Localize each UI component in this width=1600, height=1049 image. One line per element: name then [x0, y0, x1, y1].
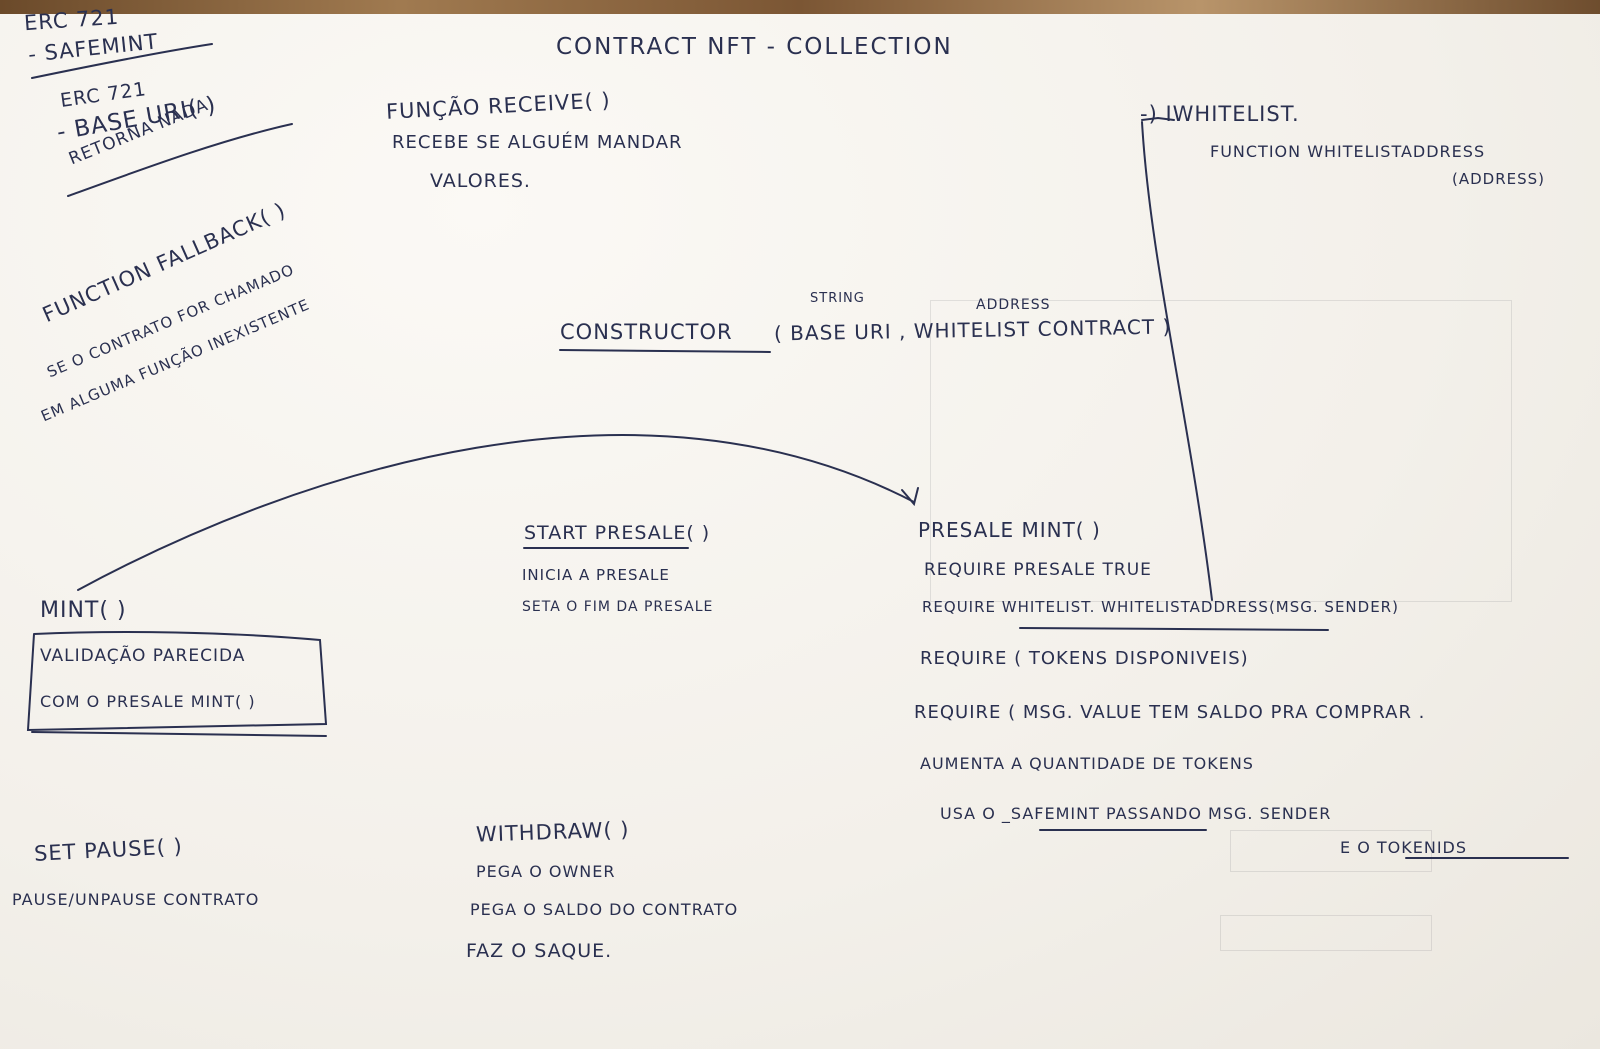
table-edge — [0, 0, 1600, 14]
receive-line-2: VALORES. — [430, 170, 531, 192]
constructor-args: ( BASE URI , WHITELIST CONTRACT ) — [773, 314, 1172, 346]
presale-mint-line-5: AUMENTA A QUANTIDADE DE TOKENS — [920, 754, 1254, 773]
page-title: CONTRACT NFT - COLLECTION — [556, 34, 953, 60]
mint-line-2: COM O PRESALE MINT( ) — [40, 692, 256, 711]
presale-mint-usa-line: USA O _SAFEMINT PASSANDO MSG. SENDER — [940, 804, 1332, 823]
start-presale-heading: START PRESALE( ) — [524, 522, 711, 544]
withdraw-line-3: FAZ O SAQUE. — [466, 940, 613, 962]
presale-mint-line-4: REQUIRE ( MSG. VALUE TEM SALDO PRA COMPR… — [914, 702, 1426, 723]
constructor-label: CONSTRUCTOR — [560, 320, 733, 344]
presale-mint-line-2: REQUIRE WHITELIST. WHITELISTADDRESS(MSG.… — [922, 598, 1399, 616]
bleed-through-box-2 — [1230, 830, 1432, 872]
withdraw-line-2: PEGA O SALDO DO CONTRATO — [470, 900, 739, 919]
bleed-through-box — [930, 300, 1512, 602]
mint-line-1: VALIDAÇÃO PARECIDA — [40, 646, 246, 666]
constructor-type-string: STRING — [810, 291, 865, 306]
withdraw-line-1: PEGA O OWNER — [476, 862, 616, 881]
bleed-through-box-3 — [1220, 915, 1432, 951]
constructor-type-address: ADDRESS — [976, 297, 1051, 313]
iwhitelist-line-1: FUNCTION WHITELISTADDRESS — [1210, 142, 1486, 161]
presale-mint-line-3: REQUIRE ( TOKENS DISPONIVEIS) — [920, 648, 1249, 669]
set-pause-line-1: PAUSE/UNPAUSE CONTRATO — [12, 890, 260, 909]
start-presale-line-2: SETA O FIM DA PRESALE — [522, 599, 714, 615]
presale-mint-heading: PRESALE MINT( ) — [918, 518, 1101, 542]
mint-heading: MINT( ) — [40, 598, 127, 623]
start-presale-line-1: INICIA A PRESALE — [522, 566, 670, 584]
presale-mint-line-1: REQUIRE PRESALE TRUE — [924, 560, 1152, 580]
withdraw-heading: WITHDRAW( ) — [475, 817, 630, 847]
iwhitelist-heading: -) IWHITELIST. — [1140, 102, 1300, 126]
receive-line-1: RECEBE SE ALGUÉM MANDAR — [392, 132, 683, 153]
iwhitelist-line-2: (ADDRESS) — [1452, 170, 1546, 188]
presale-mint-tokenids: E O TOKENIDS — [1340, 838, 1468, 857]
